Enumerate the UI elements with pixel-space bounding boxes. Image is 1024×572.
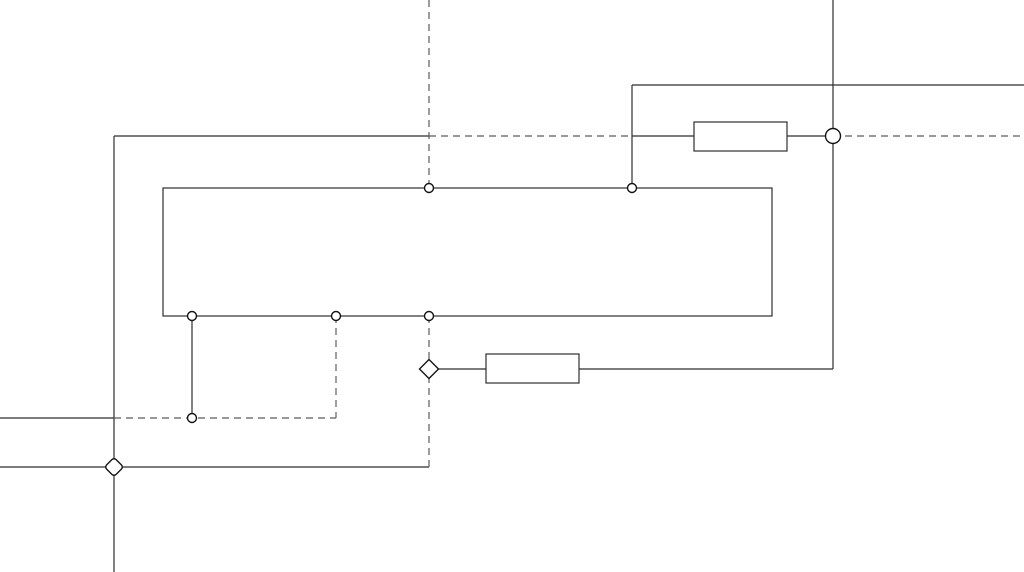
junction-node-1[interactable] xyxy=(423,182,435,194)
dashed-wires-layer xyxy=(114,0,1024,467)
junction-node-5[interactable] xyxy=(423,310,435,322)
component-box-top[interactable] xyxy=(693,121,788,152)
port-node-1[interactable] xyxy=(824,127,842,145)
nodes-layer xyxy=(105,127,842,477)
diamond-node-2[interactable] xyxy=(105,458,124,477)
main-block[interactable] xyxy=(162,187,773,317)
junction-node-6[interactable] xyxy=(186,412,198,424)
component-box-bottom[interactable] xyxy=(485,353,580,384)
junction-node-2[interactable] xyxy=(626,182,638,194)
junction-node-3[interactable] xyxy=(186,310,198,322)
junction-node-4[interactable] xyxy=(330,310,342,322)
diamond-node-1[interactable] xyxy=(418,358,440,380)
component-boxes-layer xyxy=(162,121,788,384)
